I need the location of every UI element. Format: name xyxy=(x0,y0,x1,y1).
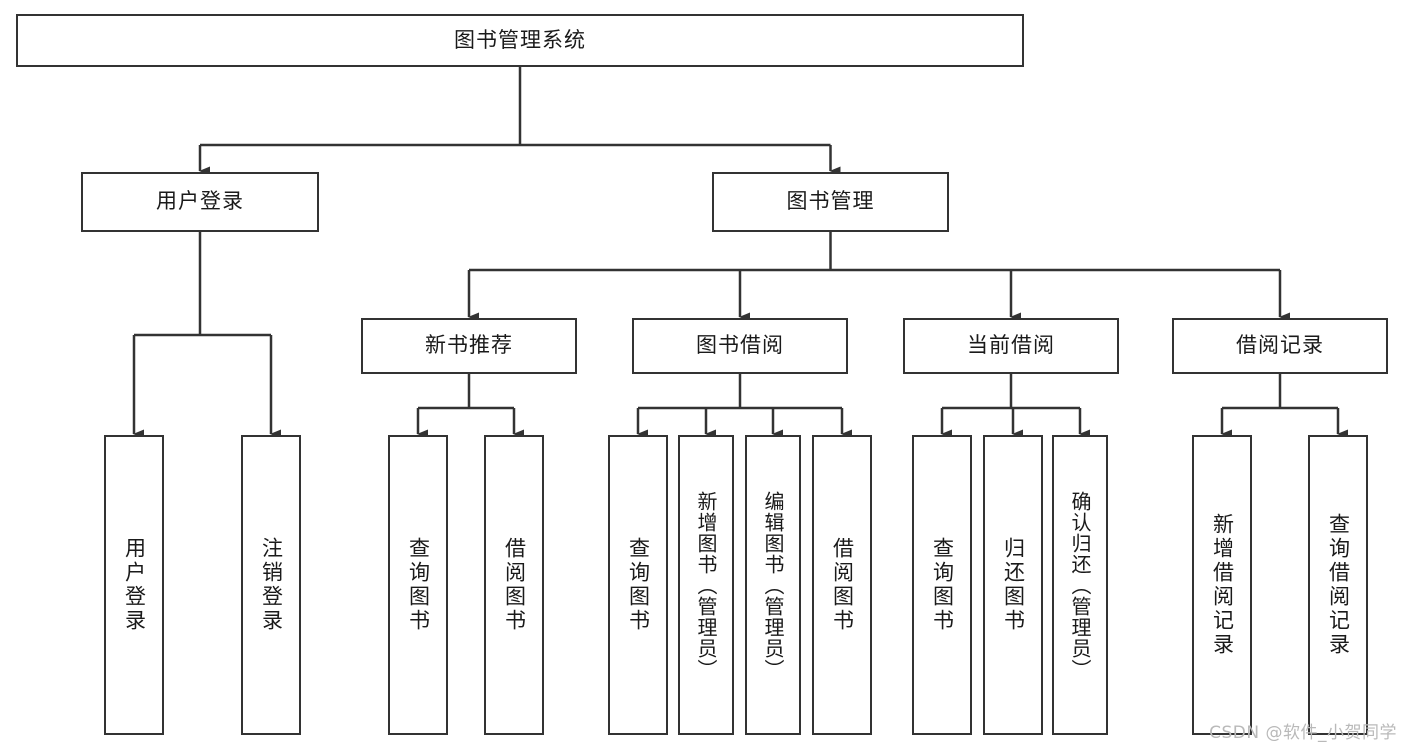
node-label-user-login: 用户登录 xyxy=(156,189,244,214)
node-label-leaf-add-book-admin: 新增图书（管理员） xyxy=(694,490,718,680)
node-new-book-recommend[interactable]: 新书推荐 xyxy=(361,318,577,374)
node-label-book-borrow: 图书借阅 xyxy=(696,333,784,358)
node-leaf-user-logout[interactable]: 注销登录 xyxy=(241,435,301,735)
node-leaf-query-borrow-record[interactable]: 查询借阅记录 xyxy=(1308,435,1368,735)
node-label-book-manage: 图书管理 xyxy=(786,189,875,214)
node-leaf-add-borrow-record[interactable]: 新增借阅记录 xyxy=(1192,435,1252,735)
node-label-leaf-borrow-book-rec: 借阅图书 xyxy=(502,537,527,633)
node-label-leaf-return-book: 归还图书 xyxy=(1001,537,1026,633)
node-label-leaf-borrow-book-br: 借阅图书 xyxy=(830,537,855,633)
node-label-new-book-recommend: 新书推荐 xyxy=(425,333,513,358)
node-label-leaf-query-book-rec: 查询图书 xyxy=(406,537,431,633)
node-label-leaf-query-book-cb: 查询图书 xyxy=(930,537,955,633)
node-label-current-borrow: 当前借阅 xyxy=(967,333,1055,358)
node-label-leaf-add-borrow-record: 新增借阅记录 xyxy=(1210,513,1235,657)
node-current-borrow[interactable]: 当前借阅 xyxy=(903,318,1119,374)
node-label-root: 图书管理系统 xyxy=(454,27,586,52)
node-label-leaf-user-logout: 注销登录 xyxy=(259,537,284,633)
node-label-leaf-confirm-return-admin: 确认归还（管理员） xyxy=(1068,490,1092,680)
node-root[interactable]: 图书管理系统 xyxy=(16,14,1024,67)
node-label-leaf-query-borrow-record: 查询借阅记录 xyxy=(1326,513,1351,657)
node-leaf-return-book[interactable]: 归还图书 xyxy=(983,435,1043,735)
node-label-borrow-records: 借阅记录 xyxy=(1236,333,1324,358)
node-user-login[interactable]: 用户登录 xyxy=(81,172,319,232)
node-leaf-query-book-cb[interactable]: 查询图书 xyxy=(912,435,972,735)
node-leaf-add-book-admin[interactable]: 新增图书（管理员） xyxy=(678,435,734,735)
node-book-borrow[interactable]: 图书借阅 xyxy=(632,318,848,374)
node-leaf-confirm-return-admin[interactable]: 确认归还（管理员） xyxy=(1052,435,1108,735)
node-label-leaf-user-login: 用户登录 xyxy=(122,537,147,633)
node-book-manage[interactable]: 图书管理 xyxy=(712,172,949,232)
node-borrow-records[interactable]: 借阅记录 xyxy=(1172,318,1388,374)
node-leaf-query-book-rec[interactable]: 查询图书 xyxy=(388,435,448,735)
node-leaf-borrow-book-rec[interactable]: 借阅图书 xyxy=(484,435,544,735)
node-label-leaf-edit-book-admin: 编辑图书（管理员） xyxy=(761,490,785,680)
csdn-watermark: CSDN @软件_小贺同学 xyxy=(1209,723,1397,743)
node-leaf-edit-book-admin[interactable]: 编辑图书（管理员） xyxy=(745,435,801,735)
node-leaf-borrow-book-br[interactable]: 借阅图书 xyxy=(812,435,872,735)
node-leaf-user-login[interactable]: 用户登录 xyxy=(104,435,164,735)
node-leaf-query-book-br[interactable]: 查询图书 xyxy=(608,435,668,735)
node-label-leaf-query-book-br: 查询图书 xyxy=(626,537,651,633)
